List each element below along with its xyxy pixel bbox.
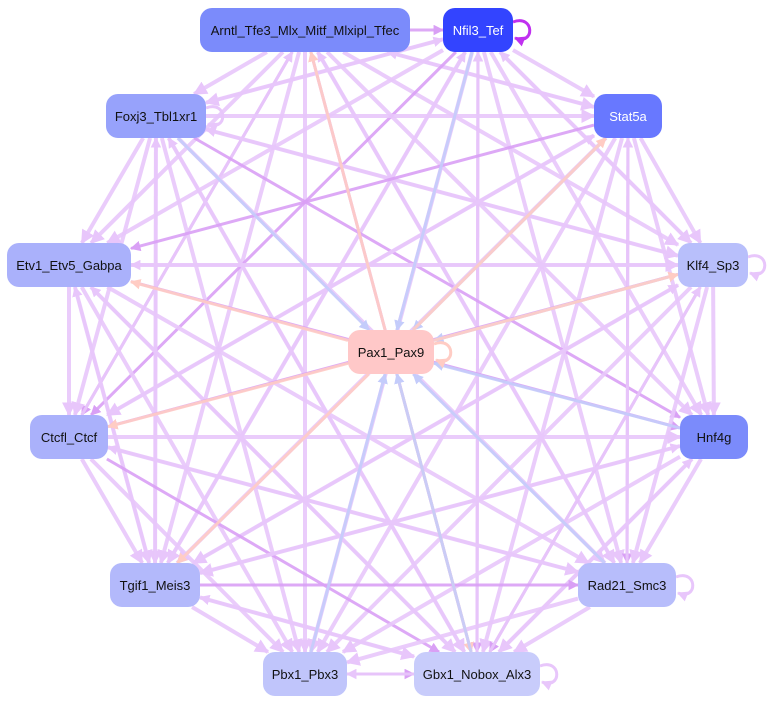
- edge-gbx1-foxj3: [167, 137, 466, 653]
- edge-pax1-arntl: [308, 50, 387, 331]
- edge-foxj3-etv1: [80, 136, 145, 245]
- node-foxj3[interactable]: Foxj3_Tbl1xr1: [106, 94, 206, 138]
- node-nfil3[interactable]: Nfil3_Tef: [443, 8, 513, 52]
- edge-nfil3-stat5a: [512, 48, 596, 99]
- node-tgif1[interactable]: Tgif1_Meis3: [110, 563, 200, 607]
- node-label: Tgif1_Meis3: [119, 577, 191, 593]
- edge-rad21-arntl: [316, 51, 616, 564]
- edge-foxj3-pax1: [176, 136, 371, 332]
- edge-arntl-foxj3: [192, 50, 268, 96]
- node-pax1[interactable]: Pax1_Pax9: [348, 330, 434, 374]
- edge-tgif1-klf4: [192, 283, 679, 565]
- node-label: Gbx1_Nobox_Alx3: [422, 666, 532, 682]
- edge-pax1-tgif1: [176, 372, 370, 565]
- edge-stat5a-etv1: [129, 123, 595, 252]
- node-gbx1[interactable]: Gbx1_Nobox_Alx3: [414, 652, 540, 696]
- edge-tgif1-pbx1: [191, 605, 270, 654]
- node-ctcf[interactable]: Ctcfl_Ctcf: [30, 415, 108, 459]
- edge-rad21-gbx1: [512, 605, 591, 654]
- edge-hnf4g-pbx1: [341, 454, 682, 654]
- node-label: Ctcfl_Ctcf: [40, 429, 98, 445]
- edge-tgif1-nfil3: [166, 51, 467, 564]
- self-loop-foxj3: [205, 105, 225, 133]
- edge-hnf4g-pax1: [432, 360, 681, 430]
- edge-pax1-stat5a: [412, 136, 607, 332]
- node-label: Stat5a: [609, 108, 647, 124]
- edge-rad21-pax1: [412, 372, 606, 565]
- node-hnf4g[interactable]: Hnf4g: [680, 415, 748, 459]
- node-arntl[interactable]: Arntl_Tfe3_Mlx_Mitf_Mlxipl_Tfec: [200, 8, 410, 52]
- edge-pax1-klf4: [433, 271, 680, 342]
- edge-rad21-ctcf: [106, 444, 579, 574]
- edge-pax1-ctcf: [106, 361, 349, 430]
- self-loop-rad21: [675, 574, 695, 602]
- edge-foxj3-hnf4g: [193, 136, 681, 419]
- node-label: Klf4_Sp3: [686, 257, 740, 273]
- edge-gbx1-nfil3: [472, 50, 484, 653]
- node-label: Etv1_Etv5_Gabpa: [16, 257, 122, 273]
- node-label: Foxj3_Tbl1xr1: [114, 108, 198, 124]
- node-label: Arntl_Tfe3_Mlx_Mitf_Mlxipl_Tfec: [210, 22, 400, 38]
- node-rad21[interactable]: Rad21_Smc3: [578, 563, 676, 607]
- node-etv1[interactable]: Etv1_Etv5_Gabpa: [7, 243, 131, 287]
- edge-ctcf-tgif1: [80, 457, 144, 565]
- edge-rad21-pbx1: [345, 596, 579, 666]
- edge-klf4-foxj3: [204, 126, 679, 258]
- edge-stat5a-klf4: [638, 137, 703, 245]
- edge-pax1-etv1: [129, 279, 349, 342]
- edge-klf4-hnf4g: [706, 286, 721, 417]
- edge-stat5a-pbx1: [316, 136, 617, 654]
- node-label: Rad21_Smc3: [587, 577, 667, 593]
- self-loop-klf4: [747, 254, 767, 282]
- edge-tgif1-hnf4g: [199, 443, 682, 575]
- node-stat5a[interactable]: Stat5a: [594, 94, 662, 138]
- edge-hnf4g-rad21: [638, 457, 703, 565]
- edge-nfil3-pax1: [394, 51, 474, 332]
- edge-gbx1-pax1: [394, 372, 473, 653]
- self-loop-gbx1: [539, 663, 559, 691]
- edge-pbx1-pax1: [309, 372, 388, 653]
- node-label: Pbx1_Pbx3: [271, 666, 339, 682]
- edge-etv1-rad21: [106, 285, 590, 565]
- node-label: Pax1_Pax9: [357, 344, 425, 360]
- edge-ctcf-stat5a: [106, 134, 595, 417]
- self-loop-nfil3: [512, 19, 532, 47]
- node-label: Hnf4g: [696, 429, 732, 445]
- self-loop-pax1: [433, 341, 453, 369]
- node-pbx1[interactable]: Pbx1_Pbx3: [263, 652, 347, 696]
- node-label: Nfil3_Tef: [452, 22, 504, 38]
- node-klf4[interactable]: Klf4_Sp3: [678, 243, 748, 287]
- edge-gbx1-tgif1: [198, 594, 415, 659]
